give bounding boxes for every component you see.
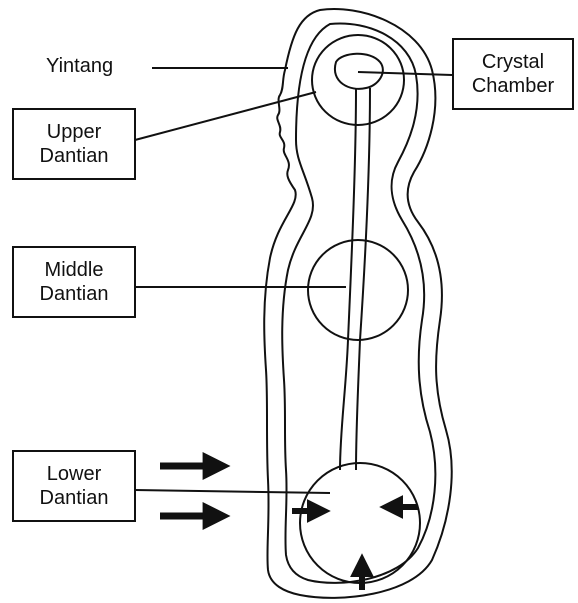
lower-dantian-label: Lower Dantian <box>40 462 109 510</box>
upper-dantian-label: Upper Dantian <box>40 120 109 168</box>
middle-dantian-label-box: Middle Dantian <box>12 246 136 318</box>
yintang-label: Yintang <box>46 54 113 78</box>
central-channel-left <box>340 88 356 470</box>
upper-dantian-leader-line <box>135 92 316 140</box>
crystal-chamber-label-box: Crystal Chamber <box>452 38 574 110</box>
lower-dantian-leader-line <box>135 490 330 493</box>
central-channel-right <box>356 88 370 470</box>
upper-dantian-label-box: Upper Dantian <box>12 108 136 180</box>
lower-dantian-label-box: Lower Dantian <box>12 450 136 522</box>
crystal-chamber-label: Crystal Chamber <box>472 50 554 98</box>
middle-dantian-circle <box>308 240 408 340</box>
crystal-chamber-leader-line <box>358 72 452 75</box>
upper-dantian-circle <box>312 35 404 125</box>
middle-dantian-label: Middle Dantian <box>40 258 109 306</box>
